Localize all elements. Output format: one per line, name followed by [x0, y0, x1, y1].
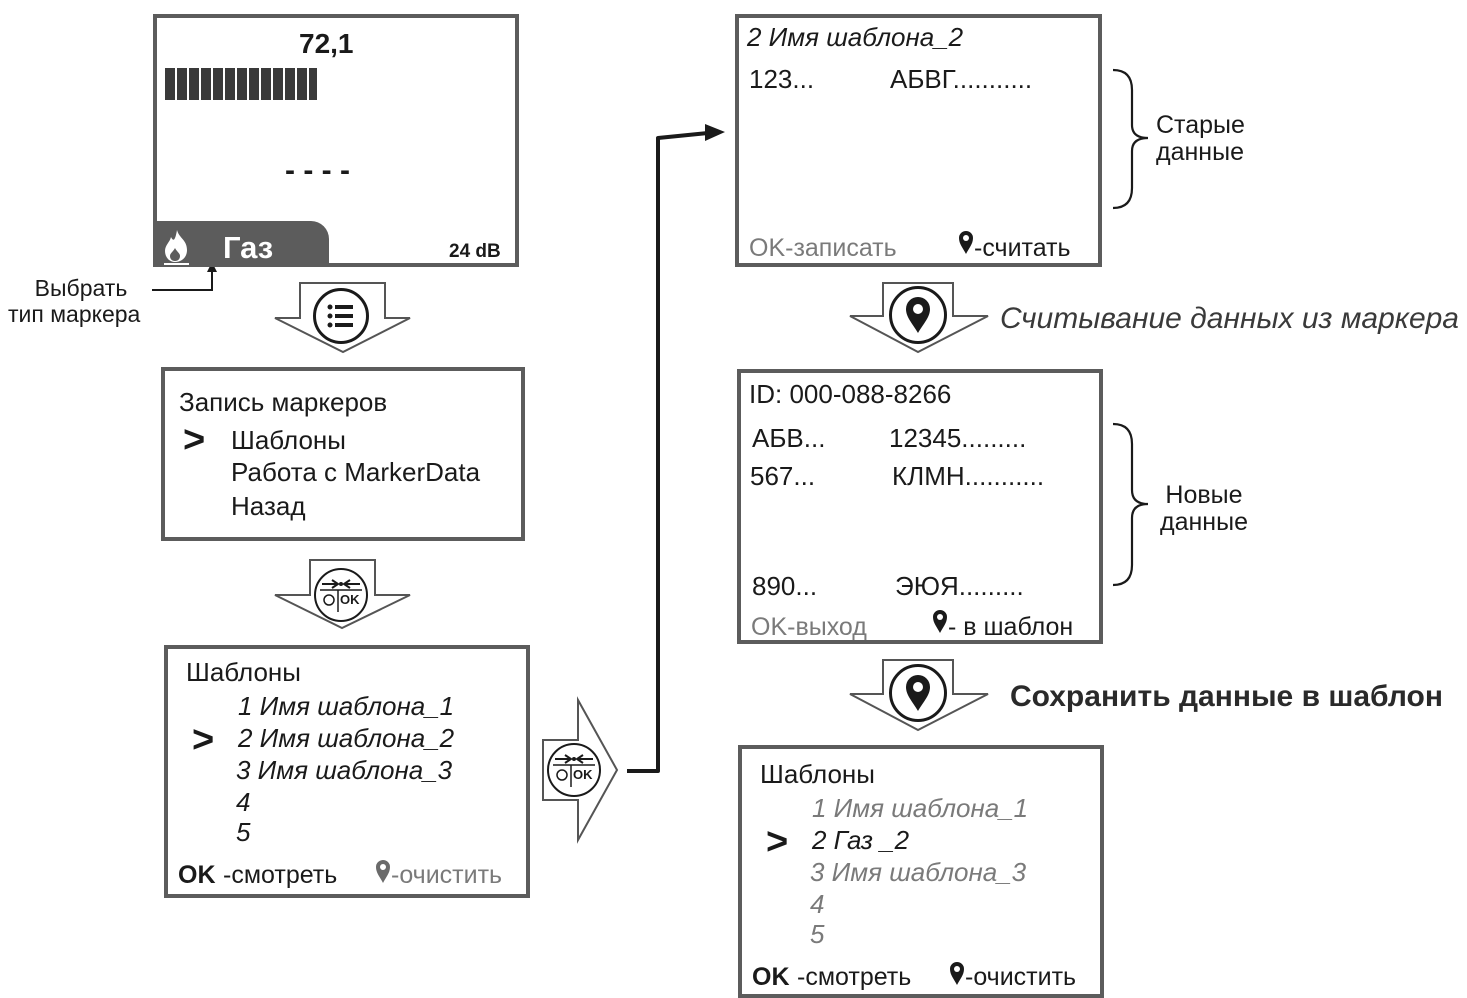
template-item-2[interactable]: 2 Имя шаблона_2: [238, 723, 455, 753]
location-pin-icon: [950, 962, 964, 985]
footer-to-template: - в шаблон: [948, 613, 1074, 641]
menu-item-markerdata[interactable]: Работа с MarkerData: [231, 457, 481, 487]
footer-ok-action: -смотреть: [223, 861, 338, 889]
location-pin-icon: [959, 231, 973, 254]
footer-exit: OK-выход: [751, 613, 867, 641]
footer-read: -считать: [974, 234, 1071, 262]
screen-template-old: 2 Имя шаблона_2 123... АБВГ........... O…: [735, 14, 1102, 267]
footer-pin-action: -очистить: [965, 963, 1077, 991]
mode-label: Газ: [223, 230, 274, 265]
select-label-line2: тип маркера: [8, 301, 141, 327]
location-pin-icon: [906, 297, 930, 333]
old-data-line1: Старые: [1156, 111, 1245, 139]
template-item-3[interactable]: 3 Имя шаблона_3: [810, 857, 1027, 887]
screen-marker-menu: Запись маркеров > Шаблоны Работа с Marke…: [161, 367, 525, 541]
save-to-template-label: Сохранить данные в шаблон: [1010, 680, 1443, 713]
old-row-left: 123...: [749, 64, 815, 94]
templates-title: Шаблоны: [186, 657, 301, 687]
footer-ok-action: -смотреть: [797, 963, 912, 991]
old-data-brace: [1112, 68, 1149, 210]
read-from-marker-label: Считывание данных из маркера: [1000, 302, 1459, 335]
menu-title: Запись маркеров: [179, 387, 388, 417]
select-marker-label: Выбрать: [32, 274, 130, 302]
old-data-label: Старые данные: [1156, 112, 1245, 166]
ok-button-label: OK: [340, 592, 360, 607]
templates-title: Шаблоны: [760, 759, 875, 789]
new-data-brace: [1112, 422, 1149, 587]
template-item-3[interactable]: 3 Имя шаблона_3: [236, 755, 453, 785]
new-row1-right: 12345.........: [889, 423, 1027, 453]
menu-item-back[interactable]: Назад: [231, 491, 306, 521]
ok-button-label: OK: [573, 767, 593, 782]
footer-write: OK-записать: [749, 234, 897, 262]
screen-main: 72,1 - - - - Газ 24 dB: [153, 14, 519, 267]
selection-chevron: >: [766, 821, 789, 863]
selection-chevron: >: [192, 719, 215, 761]
marker-button-save[interactable]: [889, 664, 947, 722]
flow-connector: [627, 130, 719, 773]
depth-dashes: - - - -: [285, 154, 350, 187]
ok-button-right[interactable]: OK: [547, 743, 601, 797]
selection-chevron: >: [183, 419, 206, 461]
select-label-line1: Выбрать: [34, 275, 128, 301]
ok-icon: [553, 754, 595, 787]
marker-button-read[interactable]: [889, 286, 947, 344]
location-pin-icon: [376, 860, 390, 883]
db-readout: 24 dB: [449, 241, 501, 262]
new-row1-left: АБВ...: [752, 423, 826, 453]
old-row-right: АБВГ...........: [890, 64, 1033, 94]
template-title: 2 Имя шаблона_2: [747, 22, 964, 52]
measurement-value: 72,1: [299, 28, 354, 59]
marker-id: ID: 000-088-8266: [749, 379, 952, 409]
new-row2-left: 567...: [750, 461, 816, 491]
template-item-2[interactable]: 2 Газ _2: [812, 825, 910, 855]
location-pin-icon: [933, 610, 947, 633]
new-data-label: Новые данные: [1160, 482, 1248, 536]
new-row3-right: ЭЮЯ.........: [895, 571, 1024, 601]
footer-ok-key: OK: [752, 963, 790, 991]
template-item-1[interactable]: 1 Имя шаблона_1: [812, 793, 1029, 823]
new-row3-left: 890...: [752, 571, 818, 601]
footer-pin-action: -очистить: [391, 861, 503, 889]
menu-item-templates[interactable]: Шаблоны: [231, 425, 346, 455]
template-item-4[interactable]: 4: [236, 787, 251, 817]
location-pin-icon: [906, 675, 930, 711]
new-row2-right: КЛМН...........: [892, 461, 1045, 491]
new-data-line1: Новые: [1165, 481, 1243, 509]
screen-templates-saved: Шаблоны 1 Имя шаблона_1 > 2 Газ _2 3 Имя…: [738, 745, 1104, 998]
ok-button[interactable]: OK: [314, 568, 368, 622]
select-pointer-line: [152, 262, 217, 291]
signal-bar: [165, 68, 317, 100]
select-marker-label-2: тип маркера: [8, 303, 140, 326]
screen-templates: Шаблоны 1 Имя шаблона_1 > 2 Имя шаблона_…: [164, 645, 530, 898]
template-item-5[interactable]: 5: [236, 817, 251, 847]
old-data-line2: данные: [1156, 138, 1244, 166]
footer-ok-key: OK: [178, 861, 216, 889]
template-item-1[interactable]: 1 Имя шаблона_1: [238, 691, 455, 721]
new-data-line2: данные: [1160, 508, 1248, 536]
menu-button[interactable]: [313, 288, 369, 344]
flame-icon: [164, 230, 189, 265]
template-item-4[interactable]: 4: [810, 889, 825, 919]
template-item-5[interactable]: 5: [810, 919, 825, 949]
ok-icon: [320, 579, 362, 612]
list-icon: [327, 304, 353, 328]
screen-marker-data: ID: 000-088-8266 АБВ... 12345......... 5…: [737, 369, 1103, 644]
